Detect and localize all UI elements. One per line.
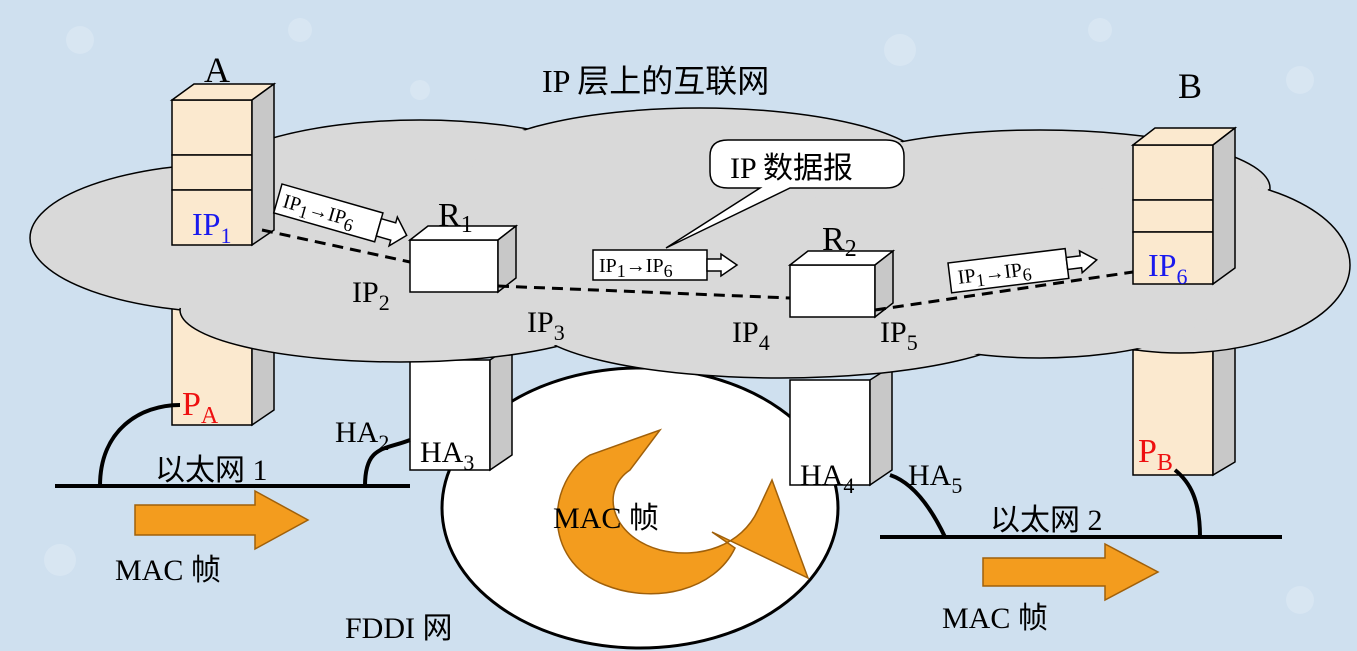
host-b-lower-box xyxy=(1132,334,1236,477)
ip5-label: IP5 xyxy=(880,316,918,355)
ha2-label: HA2 xyxy=(335,416,389,455)
diagram-title: IP 层上的互联网 xyxy=(542,63,769,99)
ha5-label: HA5 xyxy=(908,459,962,498)
ip1-label: IP1 xyxy=(192,206,231,248)
router-r2-box xyxy=(787,249,896,319)
mac-frame-center-label: MAC 帧 xyxy=(553,502,659,535)
ip4-label: IP4 xyxy=(732,316,770,355)
host-a-label: A xyxy=(204,50,230,90)
ethernet-1-bus xyxy=(55,403,411,488)
pb-label: PB xyxy=(1138,433,1173,476)
mac-arrow-right xyxy=(982,542,1160,602)
ha4-label: HA4 xyxy=(800,459,854,498)
ha3-label: HA3 xyxy=(420,436,474,475)
router-r2-lower-box xyxy=(789,364,893,487)
ip-route-dashed xyxy=(261,228,1134,312)
ethernet-2-label: 以太网 2 xyxy=(990,504,1103,537)
ip-datagram-label: IP 数据报 xyxy=(730,152,853,185)
host-b-label: B xyxy=(1178,66,1202,106)
mac-frame-left-label: MAC 帧 xyxy=(115,554,221,587)
ip-packet-2: IP1→IP6 xyxy=(592,249,739,281)
router-r1-lower-box xyxy=(409,343,513,472)
ip-packet-3: IP1→IP6 xyxy=(947,247,1099,294)
pa-label: PA xyxy=(182,386,219,429)
mac-frame-right-label: MAC 帧 xyxy=(942,602,1048,635)
svg-text:IP1→IP6: IP1→IP6 xyxy=(957,258,1033,293)
router-r1-box xyxy=(407,224,519,294)
ip6-label: IP6 xyxy=(1148,247,1187,289)
ethernet-1-label: 以太网 1 xyxy=(155,454,268,487)
svg-text:IP1→IP6: IP1→IP6 xyxy=(599,255,673,281)
ip-packet-1: IP1→IP6 xyxy=(272,183,408,248)
mac-arrow-left xyxy=(134,489,310,551)
router-r2-label: R2 xyxy=(822,221,857,262)
host-b-stack xyxy=(1130,126,1238,286)
ip-datagram-callout: IP 数据报 xyxy=(665,139,905,249)
ip3-label: IP3 xyxy=(527,306,565,345)
ethernet-2-bus xyxy=(880,468,1282,539)
fddi-mac-arrow xyxy=(556,428,810,595)
router-r1-label: R1 xyxy=(438,197,473,238)
ip2-label: IP2 xyxy=(352,276,390,315)
host-a-stack xyxy=(169,82,277,247)
fddi-label: FDDI 网 xyxy=(345,612,453,645)
